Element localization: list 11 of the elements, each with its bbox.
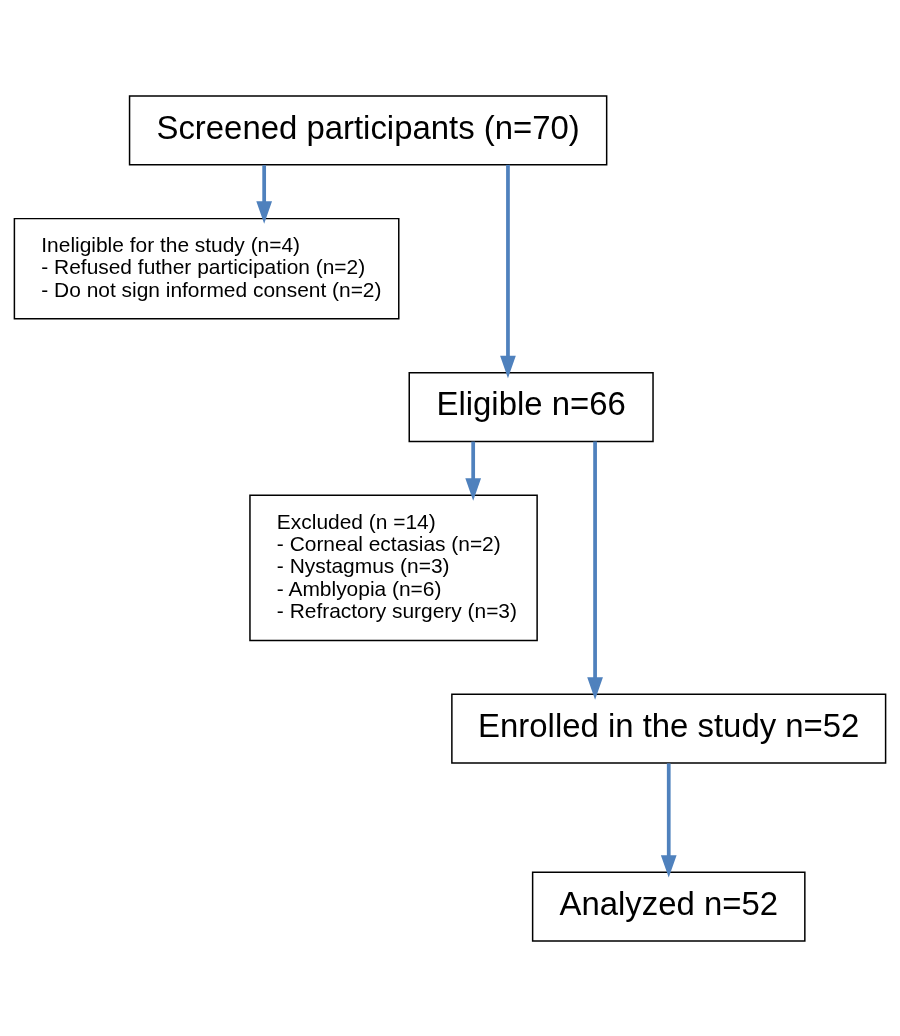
node-box: Excluded (n =14) - Corneal ectasias (n=2) - Nystagmus (n=3) - Amblyopia (n=6) - Refractory surgery (n=3) <box>249 494 538 641</box>
node-box: Analyzed n=52 <box>531 870 806 942</box>
arrow <box>660 762 677 878</box>
node-box: Screened participants (n=70) <box>128 94 608 166</box>
arrow <box>465 441 482 501</box>
arrow <box>256 164 273 224</box>
node-box: Ineligible for the study (n=4) - Refused futher participation (n=2) - Do not sign informed consent (n=2) <box>13 217 400 320</box>
arrow <box>500 164 516 378</box>
arrow <box>587 441 603 700</box>
node-box: Enrolled in the study n=52 <box>451 693 887 764</box>
node-box: Eligible n=66 <box>408 371 654 442</box>
